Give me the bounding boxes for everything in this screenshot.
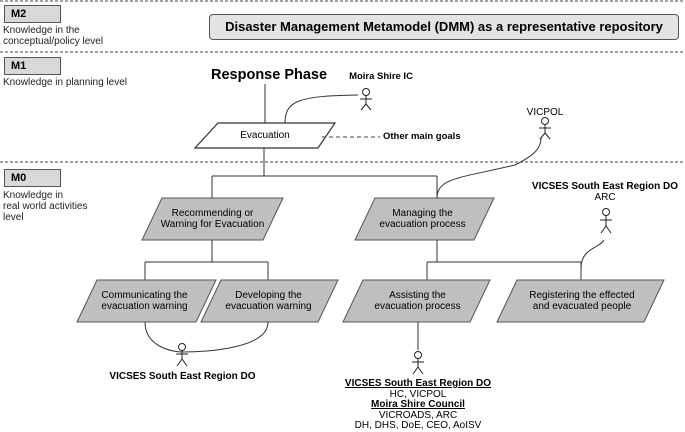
developing-line2: evacuation warning [225, 301, 312, 312]
recommending-line1: Recommending or [171, 208, 254, 219]
level-m1-badge: M1 [4, 57, 61, 75]
assist-label-line2: HC, VICPOL [389, 388, 447, 400]
recommending-line2: Warning for Evacuation [160, 219, 265, 230]
communicating-line2: evacuation warning [101, 301, 188, 312]
developing-line1: Developing the [235, 290, 302, 301]
registering-task-label: Registering the effected and evacuated p… [508, 290, 656, 312]
vicses-arc-label-line1: VICSES South East Region DO [531, 181, 679, 192]
vicses-comm-actor-icon [176, 343, 188, 367]
vicses-arc-label: VICSES South East Region DO ARC [530, 181, 680, 203]
level-m2-description: Knowledge in the conceptual/policy level [3, 25, 103, 47]
communicating-line1: Communicating the [101, 290, 188, 301]
managing-task-label: Managing the evacuation process [360, 208, 485, 230]
assisting-task-label: Assisting the evacuation process [355, 290, 480, 312]
registering-line1: Registering the effected [529, 290, 635, 301]
comm-dev-actor-connector [144, 321, 269, 353]
assist-label-line4: VICROADS, ARC [378, 409, 458, 421]
vicpol-connector [436, 137, 542, 199]
assist-label-line5: DH, DHS, DoE, CEO, AoISV [354, 420, 482, 431]
recommending-task-label: Recommending or Warning for Evacuation [150, 208, 275, 230]
level-m2-badge: M2 [4, 5, 61, 23]
communicating-task-shape [76, 279, 217, 323]
other-goals-label: Other main goals [383, 131, 461, 142]
vicpol-label: VICPOL [526, 107, 564, 118]
assisting-actors-label: VICSES South East Region DO HC, VICPOL M… [335, 378, 501, 432]
assist-label-line1: VICSES South East Region DO [344, 378, 492, 389]
vicpol-actor-icon [539, 117, 551, 140]
level-m1-line1: Knowledge in planning level [3, 77, 127, 88]
developing-task-label: Developing the evacuation warning [206, 290, 331, 312]
level-m0-description: Knowledge in real world activities level [3, 190, 87, 223]
assisting-line1: Assisting the [389, 290, 446, 301]
evacuation-goal-label: Evacuation [240, 130, 290, 141]
evacuation-goal-shape [193, 122, 337, 149]
vicses-arc-connector [580, 239, 605, 269]
managing-task-shape [354, 197, 495, 241]
moira-ic-connector [284, 94, 359, 124]
registering-task-shape [496, 279, 665, 323]
vicses-arc-label-line2: ARC [594, 192, 616, 203]
metamodel-title: Disaster Management Metamodel (DMM) as a… [209, 14, 679, 40]
assisting-task-shape [342, 279, 491, 323]
communicating-task-label: Communicating the evacuation warning [82, 290, 207, 312]
assist-label-line3: Moira Shire Council [371, 399, 465, 410]
registering-line2: and evacuated people [532, 301, 632, 312]
developing-task-shape [200, 279, 339, 323]
recommending-task-shape [141, 197, 284, 241]
level-m0-line3: level [3, 212, 24, 223]
phase-title: Response Phase [211, 67, 328, 83]
level-m2-line2: conceptual/policy level [3, 36, 104, 47]
level-m1-description: Knowledge in planning level [3, 77, 127, 88]
moira-ic-actor-icon [360, 88, 372, 111]
vicses-comm-label: VICSES South East Region DO [109, 371, 256, 382]
level-m0-line1: Knowledge in [3, 190, 64, 201]
vicses-arc-actor-icon [600, 208, 612, 234]
level-m0-badge: M0 [4, 169, 61, 187]
assisting-actor-icon [412, 351, 424, 375]
level-m2-line1: Knowledge in the [3, 25, 80, 36]
managing-line2: evacuation process [379, 219, 466, 230]
level-m0-line2: real world activities [3, 201, 88, 212]
moira-ic-label: Moira Shire IC [349, 71, 413, 82]
assisting-line2: evacuation process [374, 301, 461, 312]
managing-line1: Managing the [392, 208, 453, 219]
